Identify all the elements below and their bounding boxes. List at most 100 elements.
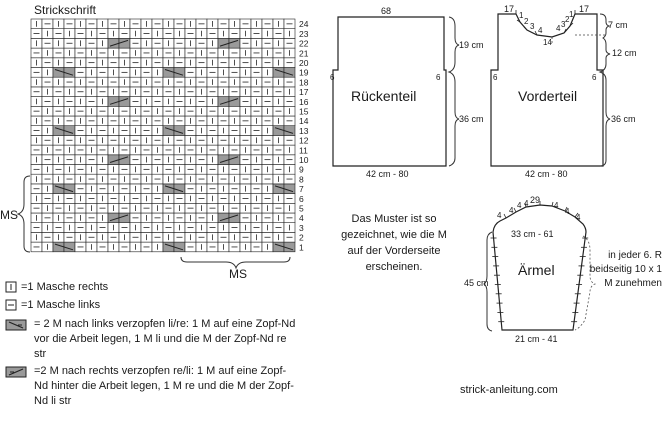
front-neck-count-7: 2: [565, 15, 570, 24]
cable-left-mark: [164, 185, 184, 193]
row-number: 7: [299, 184, 304, 194]
cable-right-mark: [219, 98, 239, 105]
legend-symbols: [5, 281, 27, 378]
sleeve-cap-count-7: 4: [576, 213, 581, 222]
pattern-note: Das Muster ist so gezeichnet, wie die M …: [341, 213, 447, 273]
sleeve-title: Ärmel: [518, 262, 555, 278]
row-number: 1: [299, 242, 304, 252]
back-piece-diagram: [332, 16, 460, 167]
cable-left-mark: [164, 243, 184, 251]
cable-right-mark: [219, 214, 239, 222]
sleeve-top-width: 33 cm - 61: [511, 229, 554, 239]
knit-symbol: [5, 281, 17, 293]
chart-title: Strickschrift: [34, 3, 97, 17]
cable-right-mark: [109, 156, 129, 163]
cable-left-mark: [54, 69, 74, 76]
sleeve-diagram: [483, 201, 597, 332]
row-number: 13: [299, 126, 309, 136]
sleeve-increase-note: in jeder 6. R beidseitig 10 x 1 M zunehm…: [589, 250, 662, 289]
row-number: 24: [299, 19, 309, 29]
legend-cable-left: = 2 M nach links verzopfen li/re: 1 M au…: [34, 318, 296, 360]
sleeve-cap-count-2: 4: [509, 206, 514, 215]
row-number: 19: [299, 68, 309, 78]
front-lower-height: 36 cm: [611, 114, 636, 124]
front-neck-count-2: 2: [524, 17, 529, 26]
back-bottom-width: 42 cm - 80: [366, 169, 409, 179]
front-title: Vorderteil: [518, 88, 578, 104]
front-neck-count-5: 4: [556, 24, 561, 33]
row-number: 3: [299, 223, 304, 233]
front-neck-count-1: 1: [519, 11, 524, 20]
cable-right-mark: [219, 39, 239, 47]
ms-bottom-brace: [180, 256, 291, 270]
row-number: 10: [299, 155, 309, 165]
cable-left-mark: [164, 69, 184, 76]
row-number: 20: [299, 58, 309, 68]
sleeve-cap-count-1: 4: [497, 211, 502, 220]
legend-cable-right: =2 M nach rechts verzopfen re/li: 1 M au…: [34, 365, 294, 407]
sleeve-height: 45 cm: [464, 278, 489, 288]
cable-left-symbol: [5, 319, 27, 331]
chart-grid: [30, 18, 296, 253]
front-neck-count-3: 3: [530, 22, 535, 31]
cable-left-mark: [274, 69, 294, 76]
front-neck-depth: 7 cm: [608, 20, 628, 30]
sleeve-cap-count-5: 4: [554, 201, 559, 210]
front-shoulder-left: 17: [504, 4, 515, 14]
front-piece-diagram: [490, 10, 611, 167]
sleeve-outline: [492, 204, 587, 331]
front-side-right: 6: [592, 73, 597, 82]
ms-side-brace: [16, 175, 31, 253]
row-number: 22: [299, 39, 309, 49]
cable-left-mark: [54, 243, 74, 251]
row-number: 23: [299, 29, 309, 39]
row-number: 17: [299, 87, 309, 97]
row-number: 5: [299, 204, 304, 214]
cable-right-mark: [109, 98, 129, 105]
row-number: 6: [299, 194, 304, 204]
front-neck-count-6: 3: [561, 20, 566, 29]
back-title: Rückenteil: [351, 88, 417, 104]
row-number: 9: [299, 165, 304, 175]
row-number: 12: [299, 136, 309, 146]
front-neck-center: 14: [543, 38, 552, 47]
row-number: 11: [299, 145, 308, 155]
cable-right-symbol: [5, 366, 27, 378]
cable-right-mark: [219, 156, 239, 163]
sleeve-increase-brace: [574, 235, 597, 331]
back-shoulder-left: 6: [330, 73, 335, 82]
front-neck-count-8: 1: [569, 10, 574, 19]
ms-bottom-label: MS: [229, 267, 247, 281]
ms-side-label: MS: [0, 208, 18, 222]
sleeve-height-brace: [483, 231, 493, 332]
purl-symbol: [5, 299, 17, 311]
row-number: 21: [299, 48, 309, 58]
front-neck-count-4: 4: [538, 26, 543, 35]
back-top-width: 68: [381, 6, 392, 16]
row-number: 4: [299, 213, 304, 223]
cable-left-mark: [54, 185, 74, 193]
cable-left-mark: [164, 127, 184, 134]
back-upper-height: 19 cm: [459, 40, 484, 50]
row-number: 16: [299, 97, 309, 107]
row-number: 8: [299, 174, 304, 184]
legend-purl: =1 Masche links: [21, 299, 101, 311]
front-shoulder-right: 17: [579, 4, 590, 14]
sleeve-cap-count-4: 4: [524, 199, 529, 208]
back-lower-height: 36 cm: [459, 114, 484, 124]
cable-left-mark: [274, 185, 294, 193]
source-credit: strick-anleitung.com: [460, 384, 558, 396]
row-number: 2: [299, 233, 304, 243]
back-height-brace: [447, 16, 460, 167]
row-number: 14: [299, 116, 309, 126]
cable-left-mark: [274, 243, 294, 251]
cable-right-mark: [109, 214, 129, 222]
front-upper-height: 12 cm: [612, 48, 637, 58]
back-shoulder-right: 6: [436, 73, 441, 82]
legend-knit: =1 Masche rechts: [21, 281, 109, 293]
front-side-left: 6: [493, 73, 498, 82]
row-number: 18: [299, 77, 309, 87]
front-height-brace: [598, 13, 611, 167]
